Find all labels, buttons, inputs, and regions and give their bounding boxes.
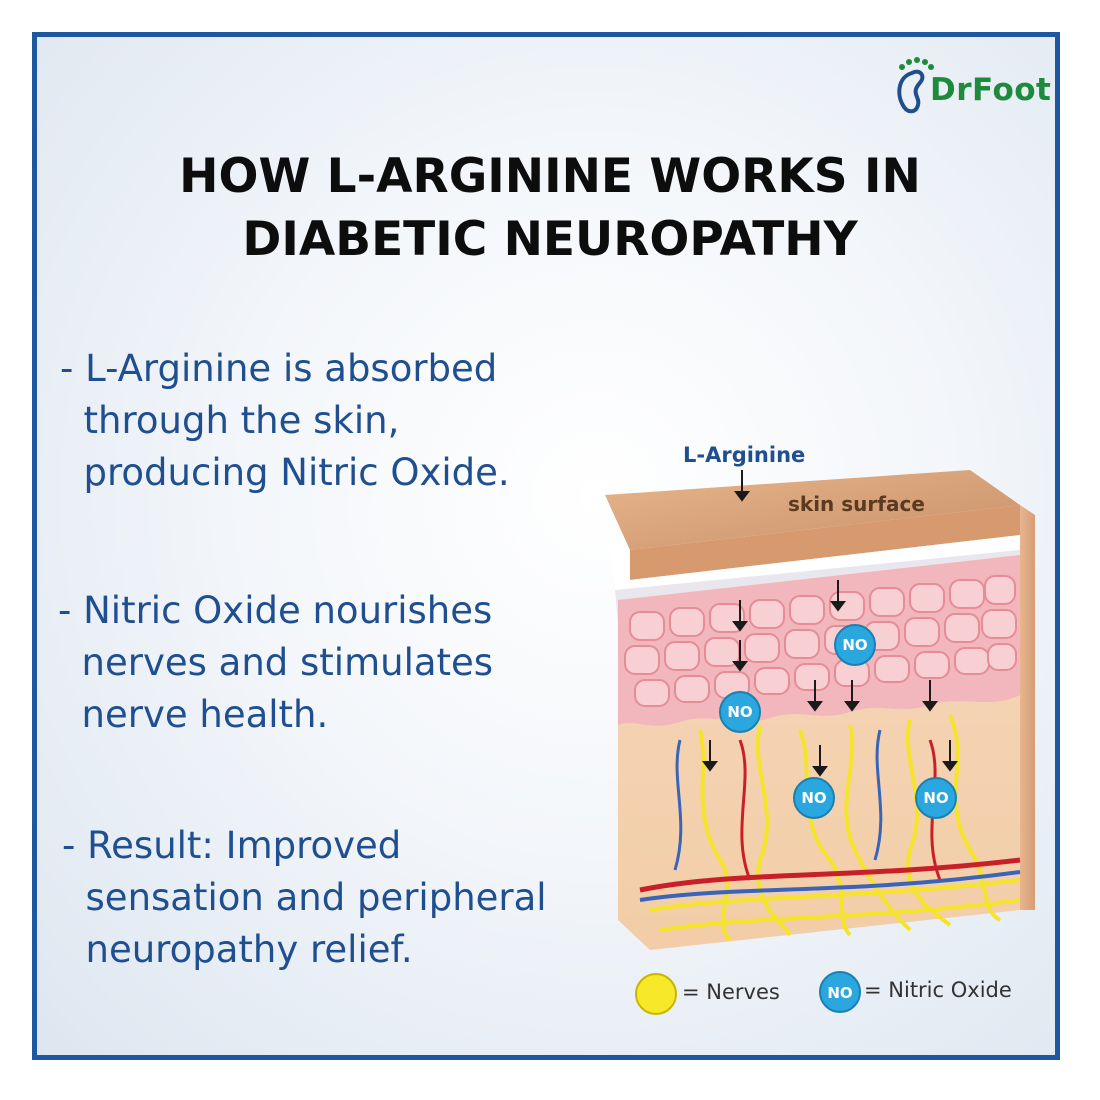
title-line-2: DIABETIC NEUROPATHY — [242, 212, 858, 267]
point-nourishes: - Nitric Oxide nourishes nerves and stim… — [58, 589, 494, 736]
legend-nerves-text: = Nerves — [682, 980, 780, 1004]
absorption-arrows — [702, 470, 958, 777]
svg-text:NO: NO — [727, 703, 752, 721]
nitric-oxide-badges — [719, 624, 957, 819]
label-l-arginine: L-Arginine — [683, 443, 806, 467]
point-result: - Result: Improved sensation and periphe… — [62, 824, 547, 971]
legend-no-symbol — [819, 971, 861, 1013]
blood-vessels — [639, 729, 1021, 902]
page-title: HOW L-ARGININE WORKS IN DIABETIC NEUROPA… — [80, 145, 1020, 271]
legend-nitric-oxide-text: = Nitric Oxide — [864, 978, 1012, 1002]
svg-text:NO: NO — [801, 789, 826, 807]
skin-cross-section-illustration: NO NO NO NO NO — [605, 470, 1035, 1015]
legend-no-badge-label: NO — [827, 984, 852, 1002]
logo-text: DrFoot — [930, 72, 1052, 108]
svg-text:NO: NO — [923, 789, 948, 807]
no-badge-labels: NO NO NO NO — [727, 636, 948, 807]
svg-text:NO: NO — [842, 636, 867, 654]
legend-nerve-symbol — [635, 973, 677, 1015]
point-absorption: - L-Arginine is absorbed through the ski… — [60, 347, 510, 494]
drfoot-logo-icon — [897, 57, 934, 114]
epidermis-cells — [624, 575, 1017, 707]
title-line-1: HOW L-ARGININE WORKS IN — [179, 149, 921, 204]
label-skin-surface: skin surface — [788, 492, 925, 516]
skin-surface-top — [605, 470, 1020, 550]
nerve-fibers — [649, 714, 1021, 942]
